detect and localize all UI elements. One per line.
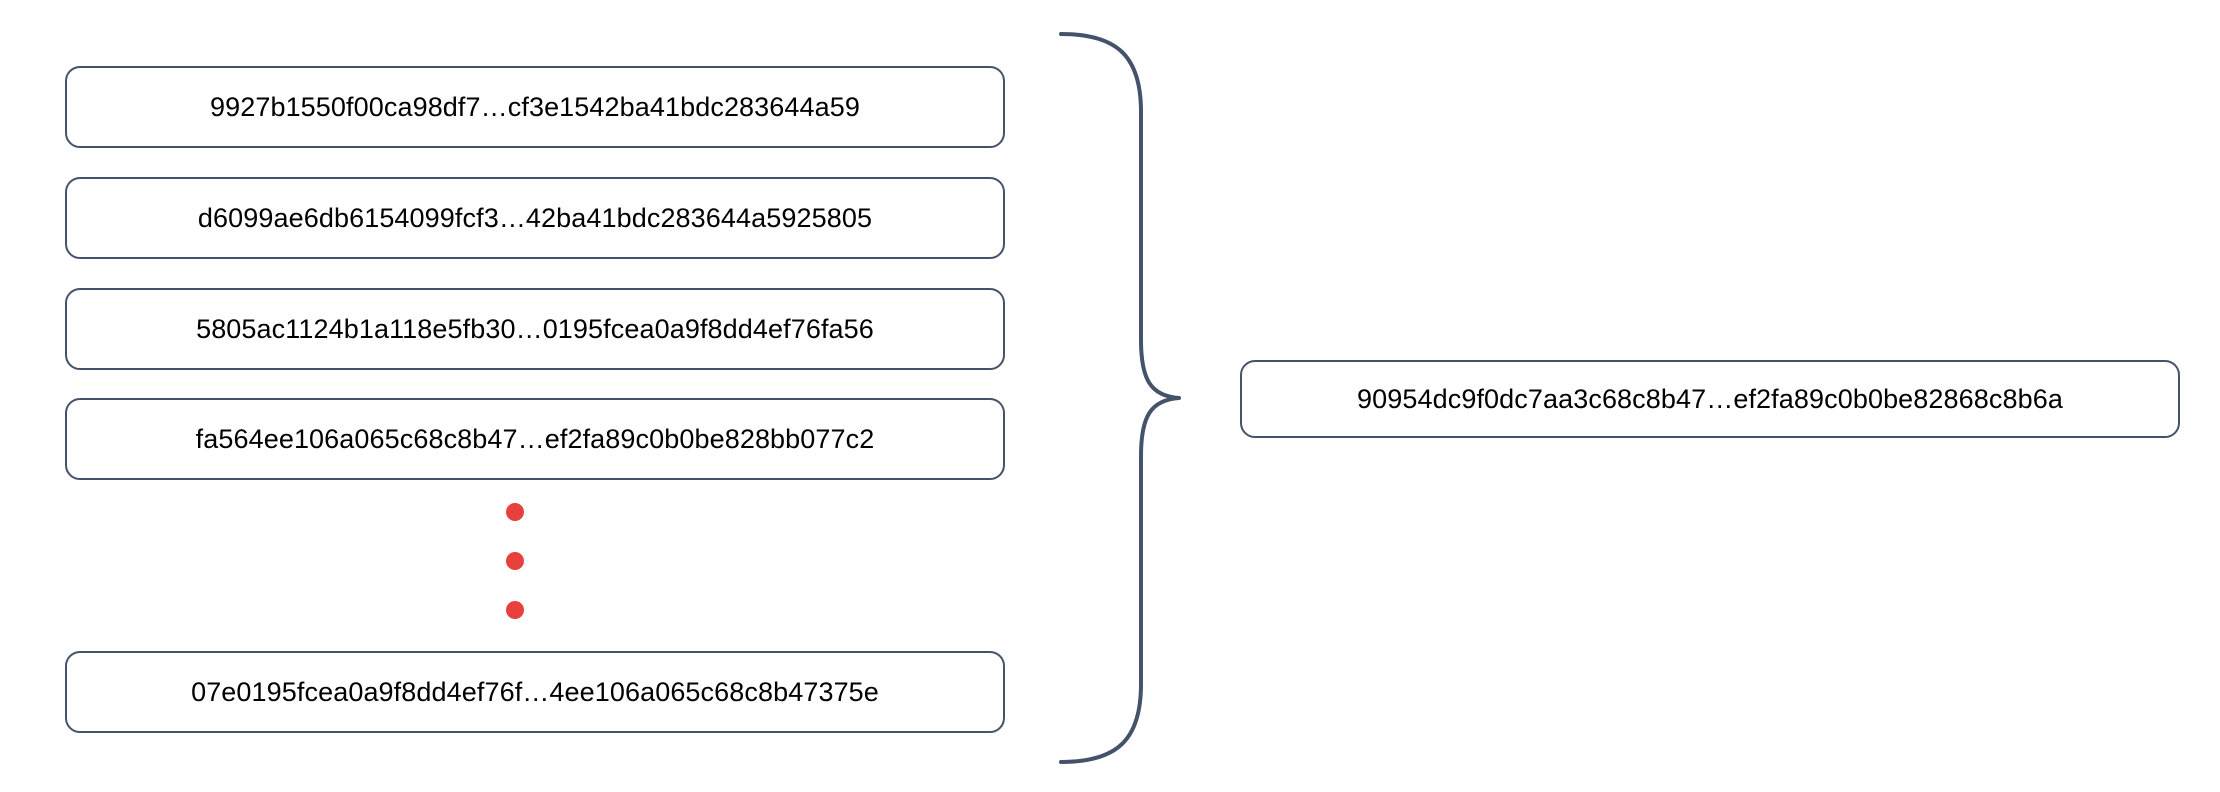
input-hash-box-4: fa564ee106a065c68c8b47…ef2fa89c0b0be828b…	[65, 398, 1005, 480]
input-hash-label-2: d6099ae6db6154099fcf3…42ba41bdc283644a59…	[197, 202, 873, 233]
input-hash-label-3: 5805ac1124b1a118e5fb30…0195fcea0a9f8dd4e…	[196, 313, 874, 344]
input-hash-label-1: 9927b1550f00ca98df7…cf3e1542ba41bdc28364…	[209, 91, 860, 122]
grouping-brace-icon	[1055, 28, 1185, 768]
brace-shape	[1059, 32, 1181, 764]
output-hash-label: 90954dc9f0dc7aa3c68c8b47…ef2fa89c0b0be82…	[1357, 383, 2063, 414]
output-hash-box: 90954dc9f0dc7aa3c68c8b47…ef2fa89c0b0be82…	[1240, 360, 2180, 438]
input-hash-box-1: 9927b1550f00ca98df7…cf3e1542ba41bdc28364…	[65, 66, 1005, 148]
input-hash-box-2: d6099ae6db6154099fcf3…42ba41bdc283644a59…	[65, 177, 1005, 259]
ellipsis-dot-3	[506, 601, 524, 619]
input-hash-box-5: 07e0195fcea0a9f8dd4ef76f…4ee106a065c68c8…	[65, 651, 1005, 733]
ellipsis-dot-2	[506, 552, 524, 570]
vertical-ellipsis	[504, 503, 526, 619]
input-hash-label-4: fa564ee106a065c68c8b47…ef2fa89c0b0be828b…	[195, 423, 875, 454]
ellipsis-dot-1	[506, 503, 524, 521]
input-hash-box-3: 5805ac1124b1a118e5fb30…0195fcea0a9f8dd4e…	[65, 288, 1005, 370]
input-hash-label-5: 07e0195fcea0a9f8dd4ef76f…4ee106a065c68c8…	[191, 676, 879, 707]
